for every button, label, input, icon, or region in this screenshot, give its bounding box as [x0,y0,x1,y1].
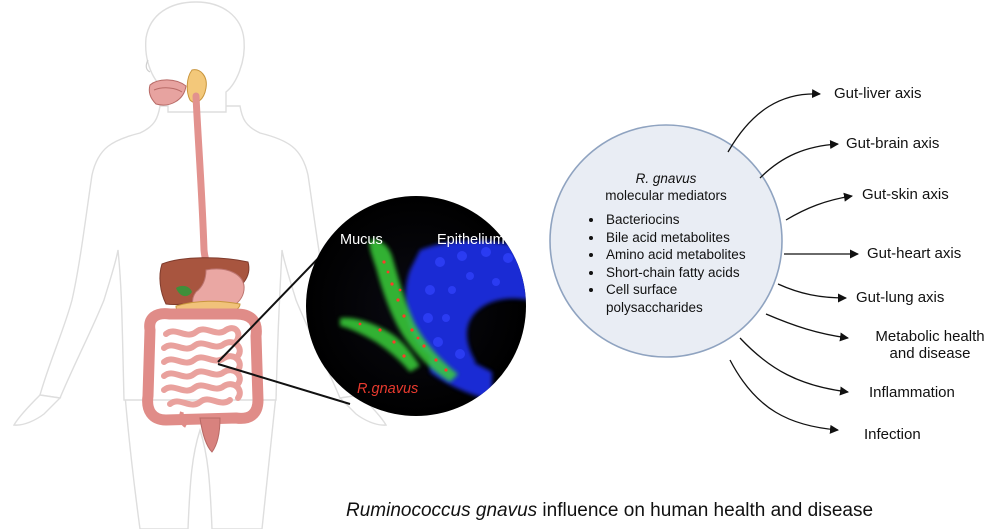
face-features [145,59,151,73]
axis-arrows [727,89,859,434]
mucus-label: Mucus [340,232,383,248]
caption-species: Ruminococcus gnavus [346,500,538,521]
mediator-item: Amino acid metabolites [604,246,766,264]
epithelium-label: Epithelium [437,232,505,248]
mucus-region [340,239,458,382]
figure-caption: Ruminococcus gnavus influence on human h… [346,500,873,522]
mediator-item: Short-chain fatty acids [604,264,766,282]
mediators-title-italic: R. gnavus [635,171,697,186]
arrow-metabolic [765,313,849,342]
mediator-item: Cell surface polysaccharides [604,281,766,316]
bacteria-label: R.gnavus [357,381,419,397]
mediators-circle [549,124,783,358]
digestive-system [142,69,264,453]
mediator-item: Bacteriocins [604,211,766,229]
label-infection: Infection [864,426,921,443]
arrow-gut-skin [785,192,853,221]
arrow-gut-liver [727,89,821,153]
arrow-gut-lung [777,283,847,303]
zoom-lines [217,244,351,405]
arrow-gut-brain [759,140,839,179]
bacteria-dots [358,260,448,372]
label-metabolic-health: Metabolic health and disease [866,328,994,362]
caption-text: influence on human health and disease [537,500,874,521]
label-gut-brain-axis: Gut-brain axis [846,135,940,152]
mediators-title-rest: molecular mediators [605,188,727,203]
small-intestine [161,325,243,408]
label-gut-liver-axis: Gut-liver axis [834,85,922,102]
mediators-title: R. gnavus molecular mediators [566,170,766,204]
mediators-list: Bacteriocins Bile acid metabolites Amino… [590,211,766,316]
arrow-infection [729,359,839,434]
label-gut-heart-axis: Gut-heart axis [867,245,962,262]
micrograph-circle [306,196,526,416]
label-gut-skin-axis: Gut-skin axis [862,186,949,203]
label-gut-lung-axis: Gut-lung axis [856,289,945,306]
arrow-inflammation [739,337,849,396]
mediator-item: Bile acid metabolites [604,229,766,247]
epithelium-region [405,240,526,400]
label-metabolic-line2: and disease [889,345,971,362]
label-metabolic-line1: Metabolic health [875,328,985,345]
label-inflammation: Inflammation [869,384,955,401]
